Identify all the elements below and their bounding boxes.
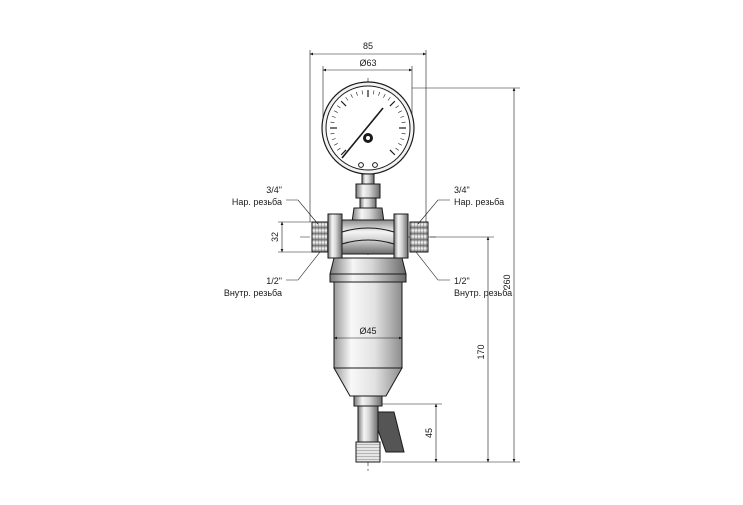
gauge-tick bbox=[383, 94, 386, 98]
label-left-top-type: Нар. резьба bbox=[232, 197, 282, 207]
dim-drain-height-label: 45 bbox=[424, 428, 434, 438]
filter-bowl: Ø45 bbox=[333, 281, 403, 397]
dim-connection-height: 32 bbox=[270, 221, 312, 253]
gauge-tick bbox=[401, 121, 406, 123]
right-thread bbox=[409, 221, 429, 253]
gauge-tick bbox=[334, 143, 338, 146]
dim-bowl-height: 170 bbox=[430, 236, 494, 463]
label-right-bottom-size: 1/2" bbox=[454, 276, 470, 286]
gauge-tick bbox=[373, 90, 375, 95]
dim-overall-width-label: 85 bbox=[363, 41, 373, 51]
dim-bowl-height-label: 170 bbox=[476, 344, 486, 359]
label-left-top: 3/4" Нар. резьба bbox=[232, 185, 282, 207]
pressure-gauge-icon bbox=[321, 81, 415, 175]
label-left-bottom-size: 1/2" bbox=[266, 276, 282, 286]
gauge-tick bbox=[401, 133, 406, 135]
gauge-tick bbox=[398, 110, 402, 113]
gauge-needle bbox=[341, 107, 384, 159]
gauge-tick bbox=[340, 100, 347, 107]
gauge-tick bbox=[330, 133, 335, 135]
gauge-tick bbox=[387, 97, 391, 101]
gauge-stem bbox=[351, 173, 385, 223]
gauge-tick bbox=[361, 90, 363, 95]
gauge-tick bbox=[331, 138, 336, 141]
gauge-tick bbox=[345, 97, 349, 101]
dim-overall-width: 85 bbox=[309, 41, 427, 222]
dim-overall-height-label: 260 bbox=[502, 274, 512, 289]
gauge-tick bbox=[389, 149, 396, 156]
label-right-top-size: 3/4" bbox=[454, 185, 470, 195]
gauge-tick bbox=[337, 147, 341, 151]
dim-connection-height-label: 32 bbox=[270, 232, 280, 242]
gauge-tick bbox=[378, 91, 381, 96]
gauge-tick bbox=[398, 143, 402, 146]
drain-valve-icon bbox=[353, 395, 405, 463]
left-thread bbox=[311, 221, 331, 253]
label-left-top-size: 3/4" bbox=[266, 185, 282, 195]
gauge-tick bbox=[334, 110, 338, 113]
label-right-bottom-type: Внутр. резьба bbox=[454, 288, 512, 298]
dim-bowl-diameter-label: Ø45 bbox=[359, 326, 376, 336]
gauge-tick bbox=[330, 121, 335, 123]
label-leaders bbox=[286, 199, 450, 281]
label-right-top: 3/4" Нар. резьба bbox=[454, 185, 504, 207]
gauge-tick bbox=[400, 115, 405, 118]
gauge-scale-ticks bbox=[330, 90, 406, 156]
dim-overall-height: 260 bbox=[382, 87, 520, 463]
label-right-top-type: Нар. резьба bbox=[454, 197, 504, 207]
label-right-bottom: 1/2" Внутр. резьба bbox=[454, 276, 512, 298]
label-left-bottom-type: Внутр. резьба bbox=[224, 288, 282, 298]
gauge-tick bbox=[337, 105, 341, 109]
filter-body bbox=[311, 213, 429, 283]
gauge-tick bbox=[395, 105, 399, 109]
gauge-tick bbox=[389, 100, 396, 107]
dim-gauge-diameter-label: Ø63 bbox=[359, 58, 376, 68]
gauge-tick bbox=[340, 149, 347, 156]
label-left-bottom: 1/2" Внутр. резьба bbox=[224, 276, 282, 298]
dim-drain-height: 45 bbox=[382, 403, 442, 463]
gauge-tick bbox=[355, 91, 358, 96]
gauge-tick bbox=[400, 138, 405, 141]
gauge-tick bbox=[331, 115, 336, 118]
gauge-tick bbox=[350, 94, 353, 98]
gauge-tick bbox=[395, 147, 399, 151]
